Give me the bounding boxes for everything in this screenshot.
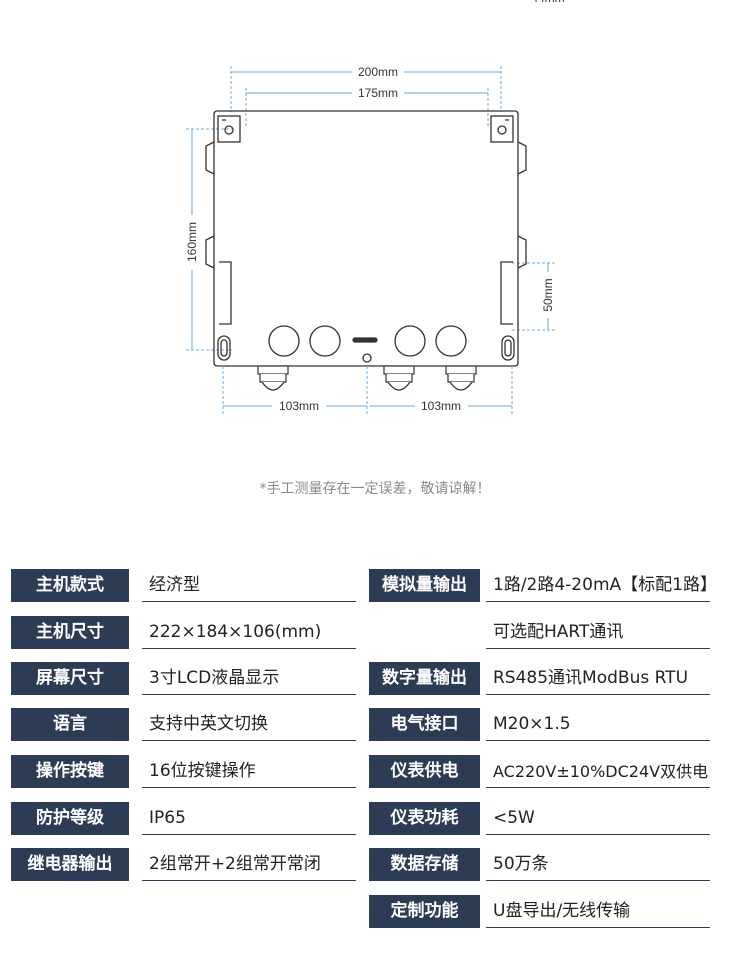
spec-value: 2组常开+2组常开常闭 [142,848,356,881]
spec-label: 仪表供电 [369,755,480,788]
spec-row-power-supply: 仪表供电 AC220V±10%DC24V双供电 [369,755,710,788]
enclosure-dimension-drawing: 44mm 200mm 175mm 160mm 50mm [185,0,565,414]
side-offset-dimension [512,262,556,331]
spec-value: 16位按键操作 [142,755,356,788]
spec-row-analog-output: 模拟量输出 1路/2路4-20mA【标配1路】 [369,569,717,602]
spec-value: 经济型 [142,569,356,602]
spec-row-language: 语言 支持中英文切换 [11,708,356,741]
spec-row-power-consumption: 仪表功耗 <5W [369,802,710,835]
mount-width-label: 175mm [358,86,398,100]
mount-width-dimension [245,88,489,128]
spec-value: IP65 [142,802,356,835]
left-gland-dimension-label: 103mm [279,399,319,413]
side-offset-label: 50mm [541,278,555,311]
cable-glands [257,365,477,391]
spec-row-keys: 操作按键 16位按键操作 [11,755,356,788]
spec-row-digital-output: 数字量输出 RS485通讯ModBus RTU [369,662,710,695]
spec-row-relay: 继电器输出 2组常开+2组常开常闭 [11,848,356,881]
spec-value: U盘导出/无线传输 [486,895,710,928]
spec-label: 定制功能 [369,895,480,928]
overall-width-dimension [230,66,502,112]
spec-label: 防护等级 [11,802,129,835]
spec-value: RS485通讯ModBus RTU [486,662,710,695]
spec-value: 1路/2路4-20mA【标配1路】 [486,569,717,602]
spec-label: 屏幕尺寸 [11,662,129,695]
spec-label: 模拟量输出 [369,569,480,602]
spec-value: 3寸LCD液晶显示 [142,662,356,695]
right-gland-dimension-label: 103mm [421,399,461,413]
spec-label: 主机尺寸 [11,616,129,649]
spec-value: AC220V±10%DC24V双供电 [486,755,710,788]
spec-row-style: 主机款式 经济型 [11,569,356,602]
height-dimension [186,128,232,351]
spec-value: 50万条 [486,848,710,881]
spec-value: <5W [486,802,710,835]
spec-label: 继电器输出 [11,848,129,881]
spec-label: 语言 [11,708,129,741]
spec-label: 主机款式 [11,569,129,602]
enclosure-body [205,110,527,367]
spec-value: 支持中英文切换 [142,708,356,741]
height-label: 160mm [185,222,199,262]
spec-label: 操作按键 [11,755,129,788]
spec-label: 数据存储 [369,848,480,881]
spec-label: 仪表功耗 [369,802,480,835]
top-cut-dimension-label: 44mm [531,0,564,5]
bottom-dimensions [222,366,513,414]
spec-label: 电气接口 [369,708,480,741]
spec-label: 数字量输出 [369,662,480,695]
spec-row-protection: 防护等级 IP65 [11,802,356,835]
spec-row-electrical-interface: 电气接口 M20×1.5 [369,708,710,741]
spec-row-hart: 可选配HART通讯 [369,616,710,649]
spec-value: 222×184×106(mm) [142,616,356,649]
spec-row-data-storage: 数据存储 50万条 [369,848,710,881]
spec-value: 可选配HART通讯 [486,616,710,649]
overall-width-label: 200mm [358,65,398,79]
measurement-note: *手工测量存在一定误差，敬请谅解！ [259,481,491,497]
spec-value: M20×1.5 [486,708,710,741]
spec-row-custom-functions: 定制功能 U盘导出/无线传输 [369,895,710,928]
spec-row-size: 主机尺寸 222×184×106(mm) [11,616,356,649]
spec-row-screen: 屏幕尺寸 3寸LCD液晶显示 [11,662,356,695]
